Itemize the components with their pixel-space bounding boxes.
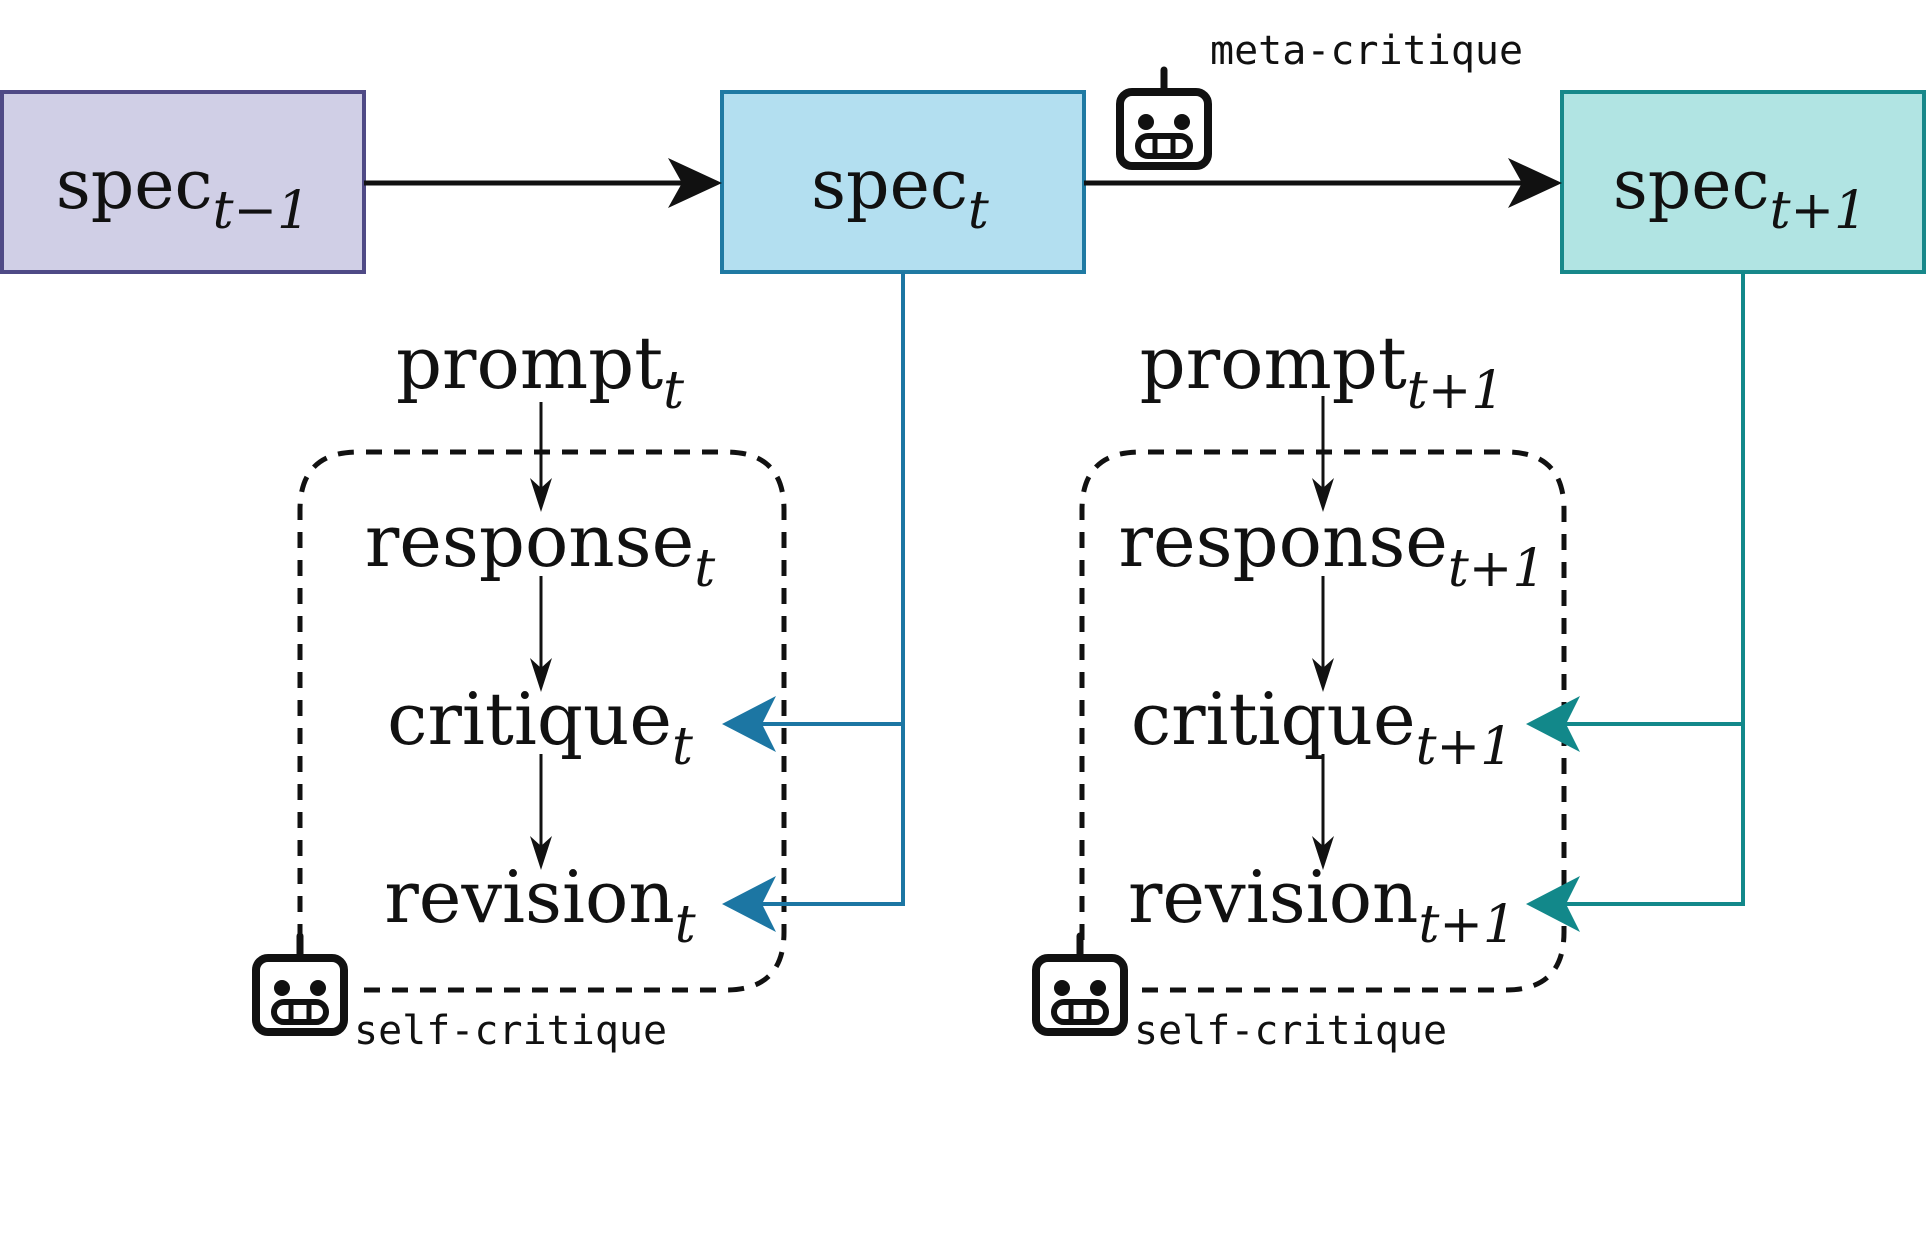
critique-t-label: critiquet [387,677,693,777]
spec-prev-base: spec [56,146,213,225]
revision-t-label: revisiont [384,855,695,955]
robot-icon [1116,66,1212,170]
self-critique-label-left: self-critique [354,1008,667,1054]
self-critique-label-right: self-critique [1134,1008,1447,1054]
arrow-critique-to-revision-t [530,754,552,870]
arrow-critique-to-revision-t1 [1312,754,1334,870]
robot-icon [252,932,348,1036]
prompt-t-label: promptt [396,321,684,421]
svg-text:spect+1: spect+1 [1613,146,1867,241]
spec-prev-node: spect−1 [0,90,366,274]
meta-critique-label: meta-critique [1210,28,1523,74]
response-t-label: responset [365,499,715,599]
arrow-cur-to-next [1084,158,1562,208]
spec-cur-sub: t [968,181,989,241]
feedback-spec-t [722,272,905,932]
arrow-prev-to-cur [364,158,722,208]
arrow-response-to-critique-t1 [1312,576,1334,692]
svg-text:spect−1: spect−1 [56,146,310,241]
spec-prev-sub: t−1 [213,181,311,241]
spec-next-sub: t+1 [1770,181,1868,241]
revision-t1-label: revisiont+1 [1128,855,1516,955]
arrow-response-to-critique-t [530,576,552,692]
prompt-t1-label: promptt+1 [1140,321,1505,421]
spec-cur-base: spec [811,146,968,225]
critique-t1-label: critiquet+1 [1131,677,1513,777]
svg-text:spect: spect [811,146,989,241]
feedback-spec-t1 [1526,272,1745,932]
spec-next-node: spect+1 [1560,90,1926,274]
robot-icon [1032,932,1128,1036]
self-critique-boundary-right [1079,449,1567,993]
self-critique-boundary-left [297,449,787,993]
spec-next-base: spec [1613,146,1770,225]
arrow-prompt-to-response-t [530,402,552,512]
arrow-prompt-to-response-t1 [1312,396,1334,512]
response-t1-label: responset+1 [1119,499,1546,599]
spec-cur-node: spect [720,90,1086,274]
